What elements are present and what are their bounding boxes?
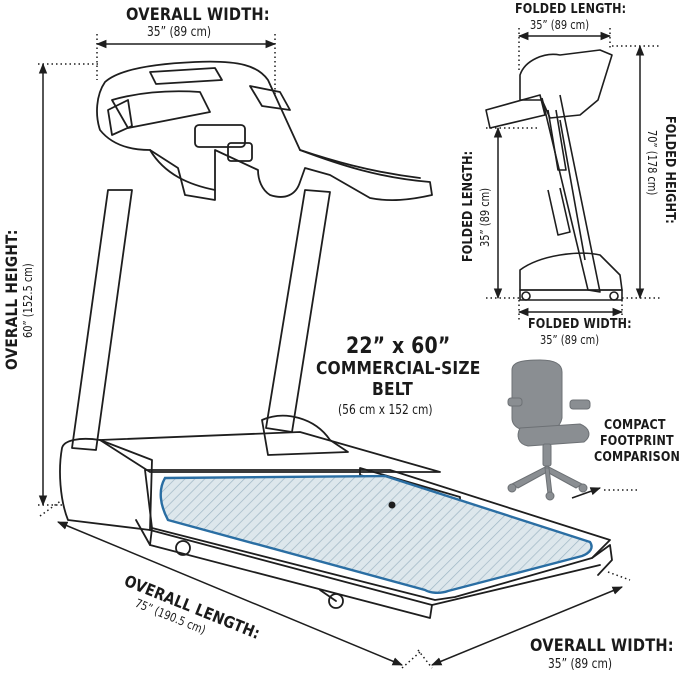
belt-line1: COMMERCIAL-SIZE xyxy=(316,358,481,379)
belt-line2: BELT xyxy=(372,379,413,400)
belt-metric: (56 cm x 152 cm) xyxy=(338,403,433,418)
dimension-lines xyxy=(38,28,660,669)
folded-width-title: FOLDED WIDTH: xyxy=(528,317,632,332)
overall-height-value: 60” (152.5 cm) xyxy=(21,263,35,338)
compact-line1: COMPACT xyxy=(604,418,666,433)
folded-length-side-title: FOLDED LENGTH: xyxy=(461,150,476,262)
compact-line3: COMPARISON xyxy=(594,450,679,465)
overall-height-title: OVERALL HEIGHT: xyxy=(2,229,21,370)
folded-length-top-value: 35” (89 cm) xyxy=(530,18,590,32)
compact-line2: FOOTPRINT xyxy=(600,434,674,449)
bottom-width-title: OVERALL WIDTH: xyxy=(530,636,674,656)
office-chair-icon xyxy=(507,359,591,501)
folded-length-top-title: FOLDED LENGTH: xyxy=(515,2,627,17)
folded-length-side-value: 35” (89 cm) xyxy=(478,187,492,247)
bottom-width-value: 35” (89 cm) xyxy=(548,657,612,672)
belt-marker-dot xyxy=(388,501,396,509)
folded-height-value: 70” (178 cm) xyxy=(645,130,659,196)
top-width-title: OVERALL WIDTH: xyxy=(126,5,270,25)
folded-treadmill-illustration xyxy=(485,49,623,301)
top-width-value: 35” (89 cm) xyxy=(147,25,211,40)
folded-width-value: 35” (89 cm) xyxy=(540,333,600,347)
running-belt xyxy=(159,474,593,594)
folded-height-title: FOLDED HEIGHT: xyxy=(662,116,677,224)
belt-size: 22” x 60” xyxy=(346,334,451,359)
